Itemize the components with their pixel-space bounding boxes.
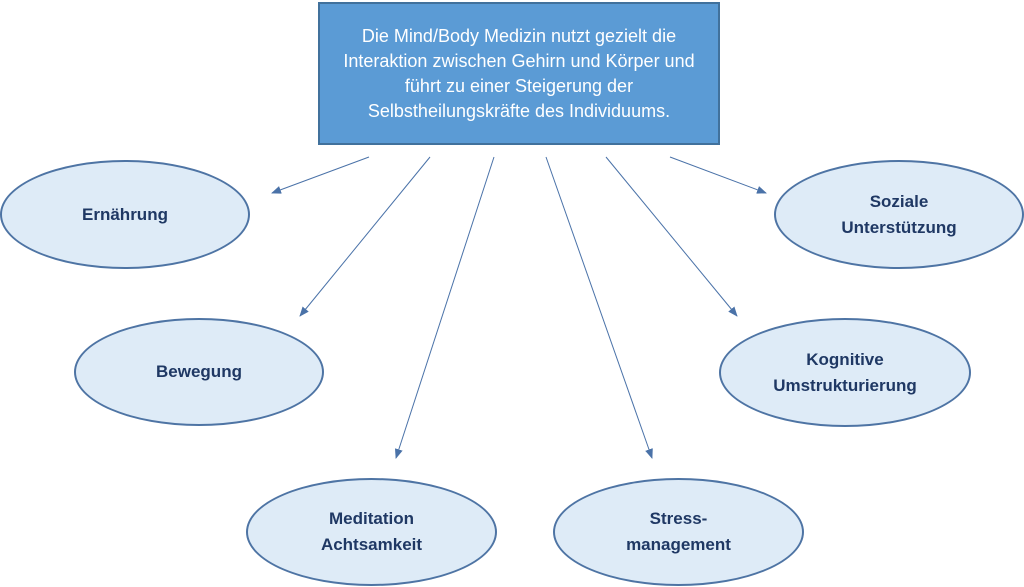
arrow-to-meditation xyxy=(394,156,495,459)
node-soziale-unterstuetzung: Soziale Unterstützung xyxy=(774,160,1024,269)
node-kognitive-umstrukturierung: Kognitive Umstrukturierung xyxy=(719,318,971,427)
node-ernaehrung: Ernährung xyxy=(0,160,250,269)
node-bewegung: Bewegung xyxy=(74,318,324,426)
node-stress-label: Stress- management xyxy=(626,509,731,554)
node-bewegung-label: Bewegung xyxy=(156,362,242,381)
node-soziale-label: Soziale Unterstützung xyxy=(841,191,957,237)
central-statement-text: Die Mind/Body Medizin nutzt gezielt die … xyxy=(343,25,695,121)
central-statement-box: Die Mind/Body Medizin nutzt gezielt die … xyxy=(318,2,720,145)
node-stressmanagement: Stress- management xyxy=(553,478,804,586)
node-meditation-label: Meditation Achtsamkeit xyxy=(320,509,423,554)
node-kognitive-label: Kognitive Umstrukturierung xyxy=(773,349,917,395)
arrow-to-ernaehrung xyxy=(271,156,370,194)
arrow-to-stress xyxy=(545,156,653,459)
arrow-to-soziale xyxy=(669,156,767,194)
node-ernaehrung-label: Ernährung xyxy=(82,204,168,224)
arrow-to-bewegung xyxy=(299,156,431,317)
node-meditation-achtsamkeit: Meditation Achtsamkeit xyxy=(246,478,497,586)
arrow-to-kognitive xyxy=(605,156,738,317)
